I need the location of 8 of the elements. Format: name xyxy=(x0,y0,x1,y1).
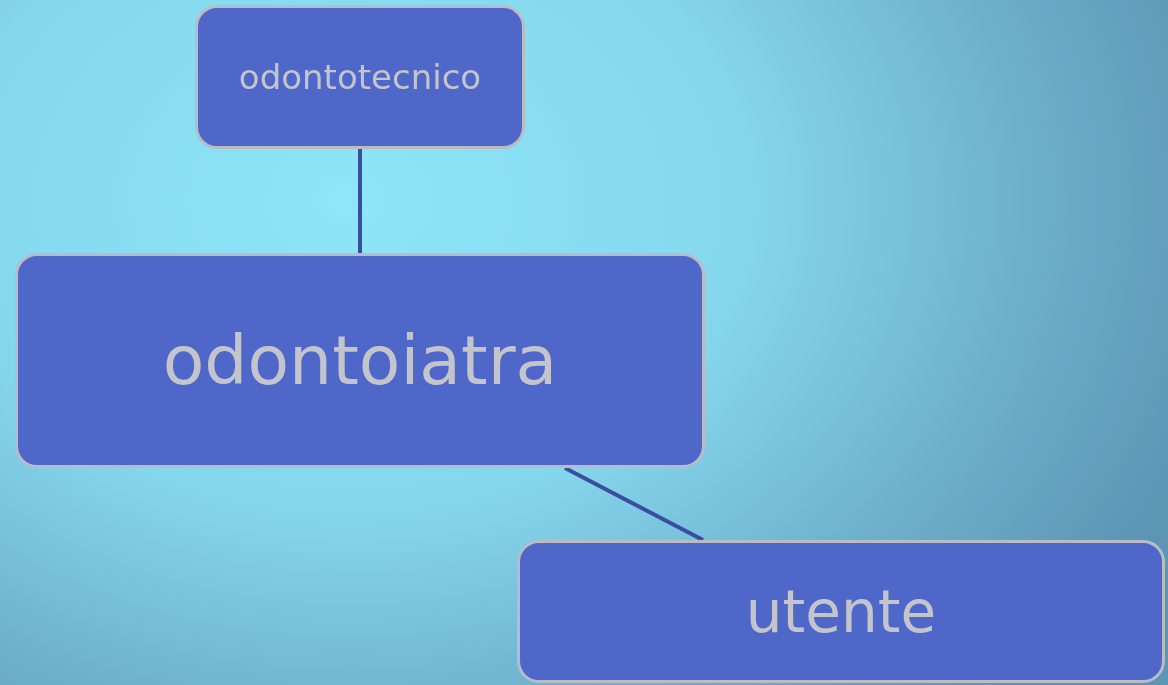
box-label: odontotecnico xyxy=(238,57,482,97)
connector-line xyxy=(358,149,362,253)
role-box xyxy=(195,5,525,149)
box-label: odontoiatra xyxy=(162,321,558,400)
role-box xyxy=(15,253,705,468)
box-label: utente xyxy=(745,577,937,646)
role-box xyxy=(517,540,1165,683)
connector-line xyxy=(564,466,704,542)
